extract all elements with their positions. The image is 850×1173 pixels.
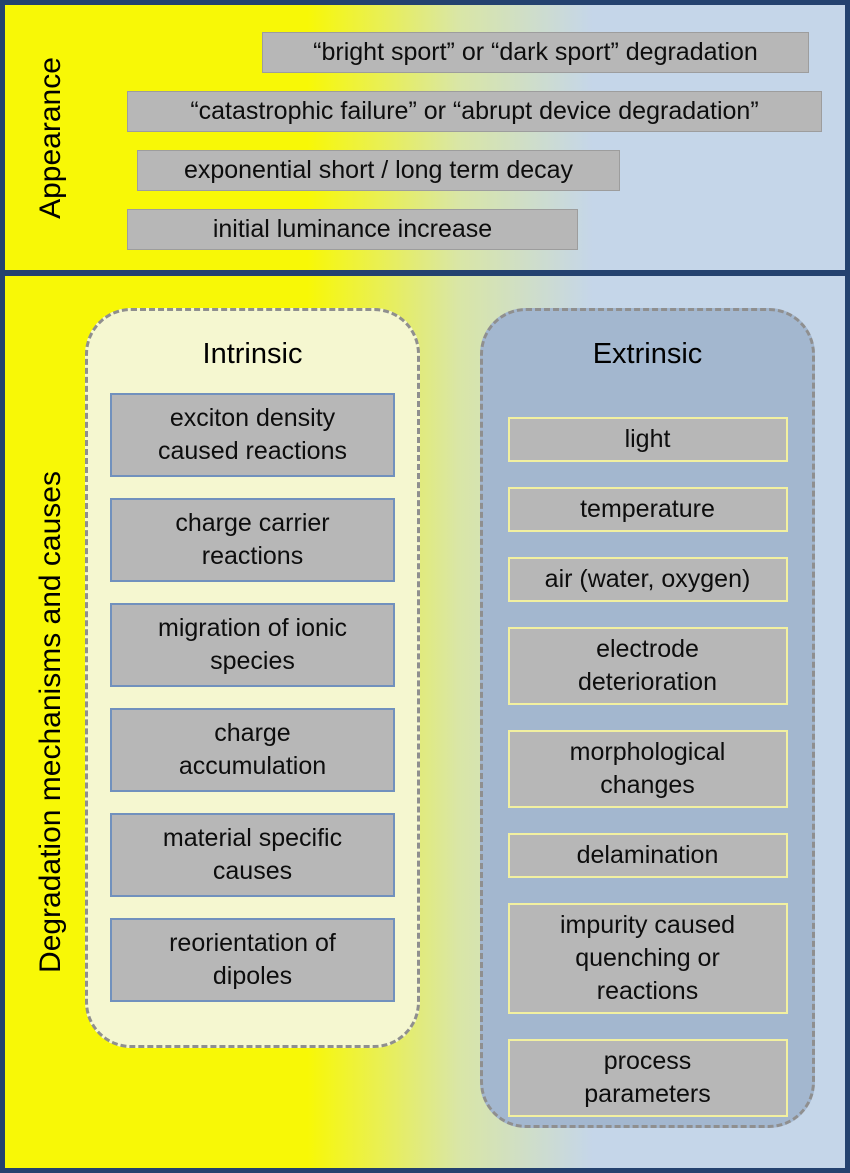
- appearance-axis-label: Appearance: [5, 5, 97, 270]
- intrinsic-item: charge accumulation: [110, 708, 395, 792]
- appearance-item: exponential short / long term decay: [137, 150, 620, 191]
- intrinsic-item: exciton density caused reactions: [110, 393, 395, 477]
- extrinsic-item: delamination: [507, 833, 788, 878]
- intrinsic-item: material specific causes: [110, 813, 395, 897]
- section-divider: [5, 270, 845, 276]
- extrinsic-item: morphological changes: [507, 730, 788, 808]
- extrinsic-title: Extrinsic: [592, 338, 703, 370]
- intrinsic-title: Intrinsic: [202, 338, 303, 370]
- appearance-section: Appearance “bright sport” or “dark sport…: [5, 5, 845, 270]
- appearance-item: “bright sport” or “dark sport” degradati…: [262, 32, 809, 73]
- intrinsic-item: reorientation of dipoles: [110, 918, 395, 1002]
- intrinsic-items: exciton density caused reactions charge c…: [88, 393, 417, 1002]
- extrinsic-item: process parameters: [507, 1039, 788, 1117]
- mechanisms-axis-label: Degradation mechanisms and causes: [5, 276, 97, 1168]
- extrinsic-item: light: [507, 417, 788, 462]
- mechanisms-section: Degradation mechanisms and causes Intrin…: [5, 276, 845, 1168]
- extrinsic-items: light temperature air (water, oxygen) elect…: [483, 417, 812, 1117]
- extrinsic-item: air (water, oxygen): [507, 557, 788, 602]
- appearance-item: “catastrophic failure” or “abrupt device…: [127, 91, 822, 132]
- intrinsic-item: migration of ionic species: [110, 603, 395, 687]
- extrinsic-item: impurity caused quenching or reactions: [507, 903, 788, 1014]
- extrinsic-item: temperature: [507, 487, 788, 532]
- intrinsic-panel: Intrinsic exciton density caused reactio…: [85, 308, 420, 1048]
- appearance-item: initial luminance increase: [127, 209, 578, 250]
- intrinsic-item: charge carrier reactions: [110, 498, 395, 582]
- extrinsic-item: electrode deterioration: [507, 627, 788, 705]
- extrinsic-panel: Extrinsic light temperature air (water, ox…: [480, 308, 815, 1128]
- appearance-label-text: Appearance: [34, 56, 68, 219]
- mechanisms-label-text: Degradation mechanisms and causes: [34, 471, 68, 973]
